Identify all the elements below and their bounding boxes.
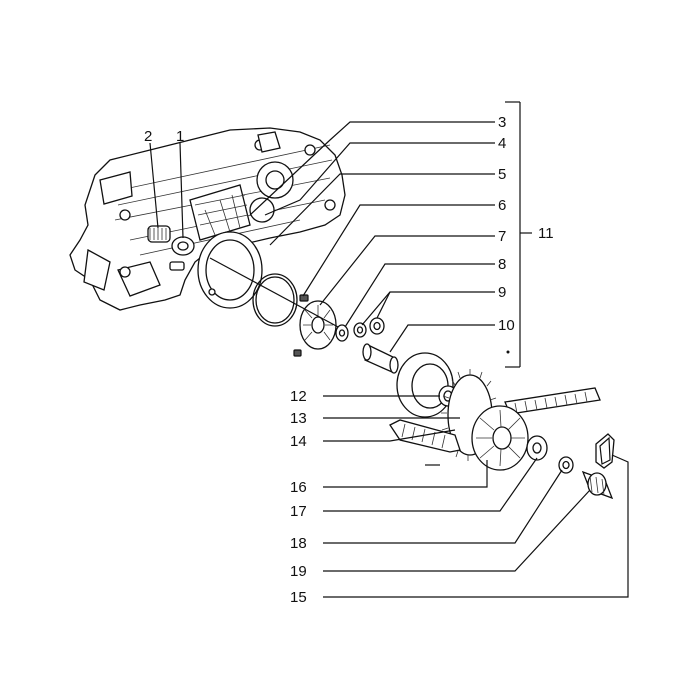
leader-lines xyxy=(149,121,629,598)
callout-18: 18 xyxy=(290,535,307,552)
shaft-line xyxy=(209,257,341,329)
callout-16: 16 xyxy=(290,479,307,496)
small-pin xyxy=(293,349,302,357)
callout-1: 1 xyxy=(176,128,184,145)
callout-5: 5 xyxy=(498,166,506,183)
callout-6: 6 xyxy=(498,197,506,214)
part-15-gasket xyxy=(595,433,615,469)
callout-19: 19 xyxy=(290,563,307,580)
crankcase-housing xyxy=(69,127,346,311)
pulley-half xyxy=(396,352,454,418)
part-6-clip xyxy=(299,294,309,302)
part-18-bearing xyxy=(558,456,574,474)
callout-13: 13 xyxy=(290,410,307,427)
callout-3: 3 xyxy=(498,114,506,131)
part-2-gear xyxy=(147,225,171,243)
callout-4: 4 xyxy=(498,135,506,152)
housing-bolt xyxy=(169,261,185,271)
callout-10: 10 xyxy=(498,317,515,334)
part-8-washer xyxy=(335,324,349,342)
callout-17: 17 xyxy=(290,503,307,520)
callout-11: 11 xyxy=(538,225,554,242)
callout-14: 14 xyxy=(290,433,307,450)
callout-9: 9 xyxy=(498,284,506,301)
part-16-clutch-fan xyxy=(471,405,529,471)
part-10-bushing xyxy=(362,343,399,374)
part-4-cover xyxy=(197,231,263,309)
callout-2: 2 xyxy=(144,128,152,145)
callout-7: 7 xyxy=(498,228,506,245)
callout-15: 15 xyxy=(290,589,307,606)
part-9-nuts xyxy=(353,317,385,338)
part-17-cup xyxy=(526,435,548,461)
callout-12: 12 xyxy=(290,388,307,405)
part-1-bearing xyxy=(171,236,195,256)
drive-belt-upper xyxy=(504,387,601,415)
part-19-gear-shaft xyxy=(581,470,614,500)
part-5-o-ring xyxy=(252,273,298,327)
bracket-11 xyxy=(505,101,532,368)
callout-8: 8 xyxy=(498,256,506,273)
part-7-drive-plate xyxy=(299,300,337,350)
